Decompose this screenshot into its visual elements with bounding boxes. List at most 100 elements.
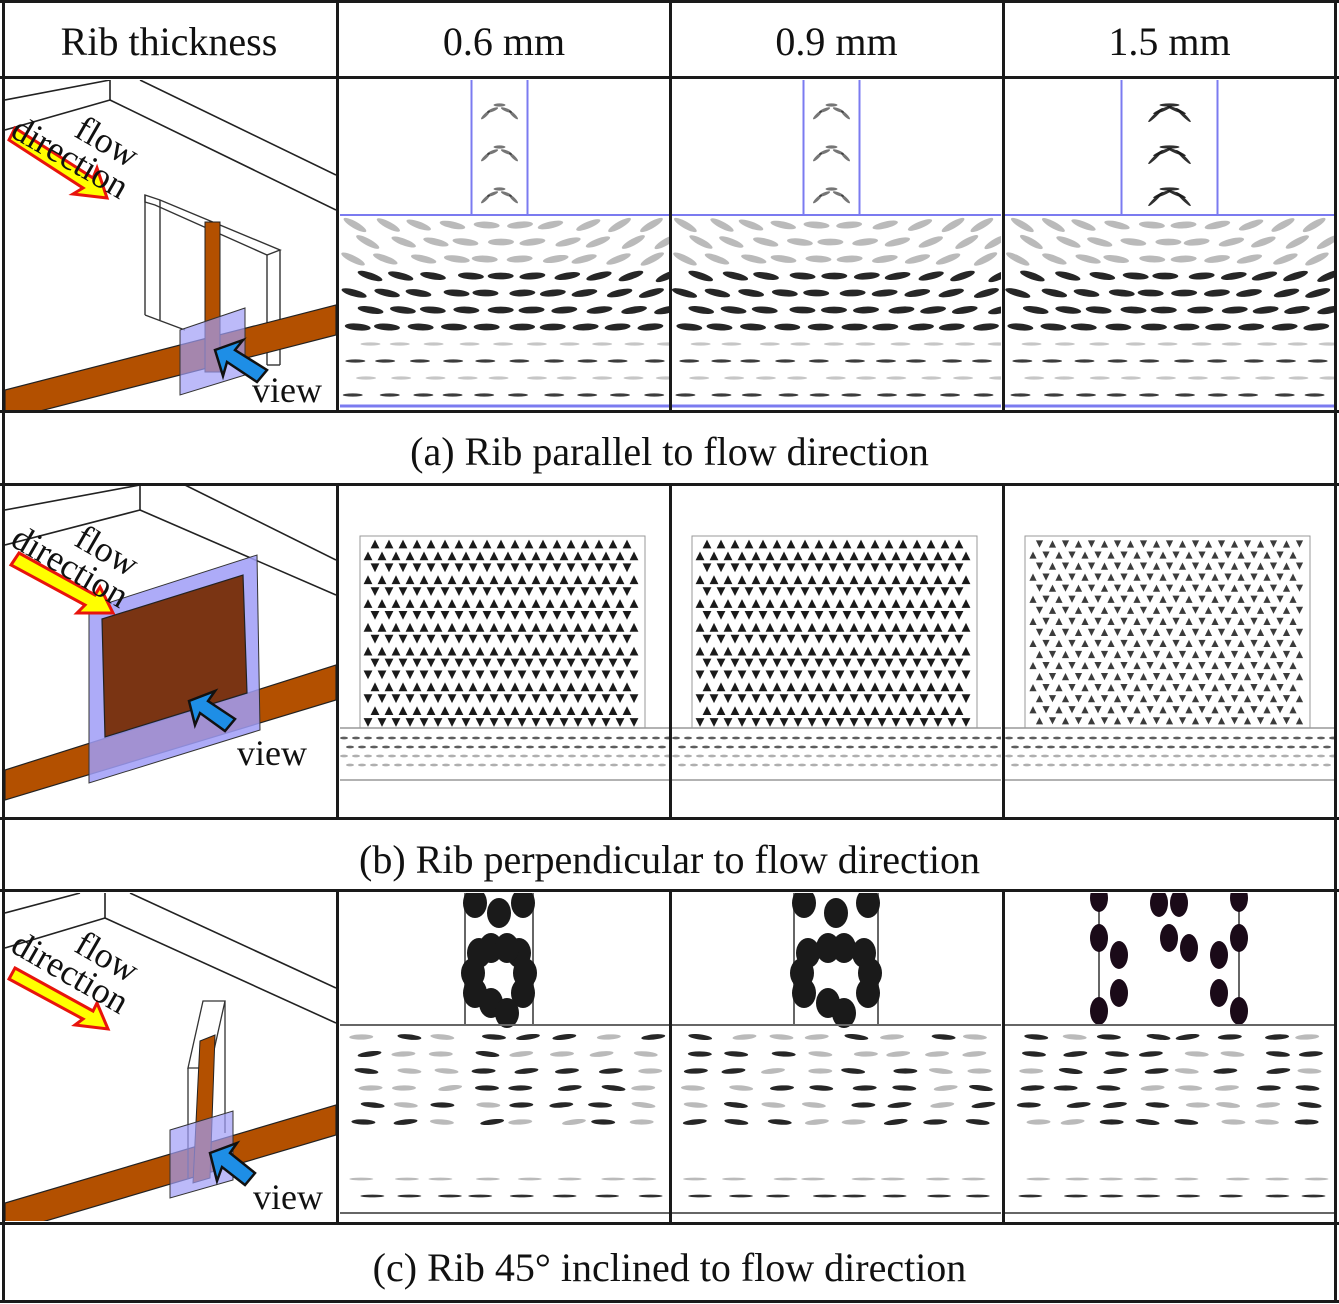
fiber-glyph <box>904 289 931 297</box>
fiber-glyph <box>1250 684 1258 692</box>
fiber-glyph <box>940 611 950 620</box>
fiber-glyph <box>876 393 897 397</box>
fiber-glyph <box>377 575 387 585</box>
fiber-glyph <box>1284 306 1310 314</box>
fiber-glyph <box>1191 342 1212 346</box>
fiber-glyph <box>938 288 964 298</box>
fiber-glyph <box>440 587 450 596</box>
fiber-glyph <box>394 745 402 749</box>
fiber-glyph <box>489 694 499 704</box>
fiber-glyph <box>779 622 789 632</box>
fiber-glyph <box>966 763 974 767</box>
fiber-glyph <box>1113 754 1121 758</box>
fiber-glyph <box>849 694 859 704</box>
fiber-glyph <box>1295 584 1304 592</box>
fiber-glyph <box>1149 736 1157 740</box>
fiber-glyph <box>841 194 850 204</box>
fiber-glyph <box>1138 221 1165 229</box>
fiber-glyph <box>696 754 704 758</box>
fiber-glyph <box>1198 551 1206 559</box>
fiber-glyph <box>720 306 747 314</box>
fiber-glyph <box>1269 673 1278 681</box>
fiber-glyph <box>1295 673 1304 681</box>
fiber-glyph <box>379 393 400 397</box>
fiber-glyph <box>1295 695 1304 703</box>
fiber-glyph <box>519 272 546 280</box>
fiber-glyph <box>1152 650 1161 659</box>
fiber-glyph <box>1110 979 1128 1007</box>
fiber-glyph <box>940 587 950 596</box>
fiber-glyph <box>1100 584 1109 592</box>
fiber-glyph <box>1221 342 1242 346</box>
fiber-glyph <box>765 622 775 632</box>
fiber-glyph <box>592 736 600 740</box>
fiber-glyph <box>587 646 597 656</box>
fiber-glyph <box>723 718 733 727</box>
fiber-glyph <box>971 1101 996 1109</box>
fiber-glyph <box>751 646 761 656</box>
fiber-glyph <box>433 646 443 656</box>
fiber-glyph <box>1135 1119 1160 1125</box>
fiber-glyph <box>1042 639 1050 648</box>
fiber-glyph <box>524 563 534 573</box>
fiber-glyph <box>552 563 562 573</box>
fiber-glyph <box>463 893 487 918</box>
fiber-glyph <box>1096 1034 1121 1040</box>
fiber-glyph <box>557 1177 582 1181</box>
fiber-glyph <box>954 587 964 596</box>
fiber-glyph <box>487 272 514 280</box>
fiber-glyph <box>1146 661 1154 670</box>
fiber-glyph <box>1221 1119 1246 1125</box>
fiber-glyph <box>1152 695 1161 703</box>
fiber-glyph <box>1185 551 1193 559</box>
fiber-glyph <box>1230 717 1239 725</box>
fiber-glyph <box>406 763 414 767</box>
fiber-glyph <box>924 736 932 740</box>
fiber-glyph <box>391 376 412 380</box>
fiber-glyph <box>608 706 618 715</box>
fiber-glyph <box>487 238 514 246</box>
fiber-glyph <box>1293 736 1301 740</box>
fiber-glyph <box>1198 617 1206 625</box>
fiber-glyph <box>912 658 922 668</box>
fiber-glyph <box>468 563 478 573</box>
fiber-glyph <box>1042 573 1050 581</box>
fiber-glyph <box>1289 551 1297 559</box>
fiber-glyph <box>1065 736 1073 740</box>
fiber-glyph <box>738 289 764 297</box>
fiber-glyph <box>877 718 887 727</box>
fiber-glyph <box>1055 306 1082 314</box>
fiber-glyph <box>1275 745 1283 749</box>
fiber-glyph <box>1185 1102 1210 1108</box>
fiber-glyph <box>524 634 534 644</box>
fiber-glyph <box>933 575 943 585</box>
fiber-glyph <box>813 110 822 120</box>
fiber-glyph <box>393 1102 418 1108</box>
fiber-glyph <box>1089 272 1116 280</box>
fiber-glyph <box>352 754 360 758</box>
fiber-glyph <box>765 670 775 680</box>
fiber-glyph <box>1077 754 1085 758</box>
fiber-glyph <box>772 539 782 549</box>
fiber-glyph <box>1100 606 1109 614</box>
fiber-glyph <box>1149 754 1157 758</box>
fiber-glyph <box>559 575 569 585</box>
fiber-glyph <box>1307 359 1328 363</box>
fiber-glyph <box>1140 323 1167 331</box>
fiber-glyph <box>1172 617 1180 625</box>
fiber-glyph <box>1233 754 1241 758</box>
fiber-glyph <box>741 254 767 264</box>
fiber-glyph <box>655 376 669 380</box>
fiber-glyph <box>1187 376 1208 380</box>
fiber-glyph <box>346 763 354 767</box>
fiber-glyph <box>758 539 768 549</box>
fiber-glyph <box>680 1085 705 1091</box>
fiber-glyph <box>1209 754 1217 758</box>
channel-outline <box>5 485 336 596</box>
fiber-glyph <box>454 611 464 620</box>
fiber-glyph <box>360 1102 385 1108</box>
fiber-glyph <box>756 736 764 740</box>
fiber-glyph <box>737 670 747 680</box>
fiber-glyph <box>851 1102 876 1108</box>
fiber-glyph <box>1210 941 1228 969</box>
